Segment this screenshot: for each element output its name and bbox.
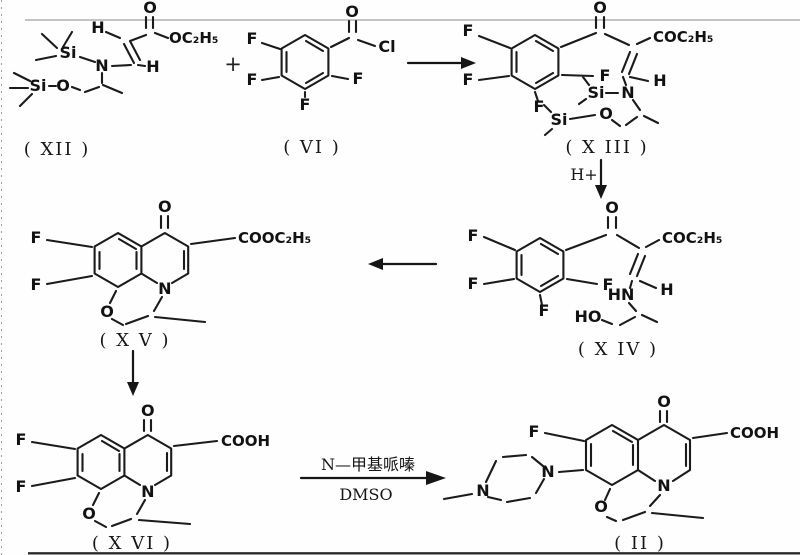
- arrow-step4-head: [127, 382, 139, 396]
- arrow-step5-reagent-below: DMSO: [339, 485, 392, 504]
- xii-atom-si-top: Si: [59, 43, 76, 62]
- arrow-step3: [368, 258, 438, 270]
- xiv-atom-f1: F: [468, 226, 479, 245]
- vi-bonds: [260, 19, 377, 99]
- xiii-atom-chain-o: O: [599, 104, 613, 123]
- xiv-atom-ho: HO: [575, 307, 602, 326]
- xv-atom-f2: F: [31, 275, 42, 294]
- ii-atom-f: F: [529, 422, 540, 441]
- xii-atom-carbonyl-o: O: [143, 0, 157, 17]
- vi-atom-cl: Cl: [378, 37, 395, 56]
- xv-bonds: [45, 214, 237, 327]
- arrow-step5: N—甲基哌嗪 DMSO: [299, 455, 446, 504]
- xiii-label: ( X III ): [565, 137, 648, 158]
- xii-atom-chain-o: O: [56, 76, 70, 95]
- arrow-step4: [127, 349, 139, 396]
- compound-xvi: F F O COOH N O ( X VI ): [16, 401, 271, 554]
- xii-bonds: [8, 15, 170, 108]
- ii-atom-carbonyl-o: O: [657, 392, 671, 411]
- xiii-atom-si-bottom: Si: [550, 110, 567, 129]
- ii-atom-ring-o: O: [594, 497, 608, 516]
- compound-ii: F O COOH N O N N ( II ): [442, 392, 779, 554]
- xvi-bonds: [30, 418, 219, 529]
- xiii-bonds: [477, 15, 660, 137]
- xvi-atom-acid: COOH: [221, 432, 270, 450]
- arrow-step1: [406, 57, 476, 69]
- ii-label: ( II ): [614, 533, 666, 554]
- compound-xii: O OC₂H₅ H H N Si O Si ( XII ): [8, 0, 218, 160]
- ii-atom-pip-n-right: N: [541, 462, 554, 481]
- vi-atom-f3: F: [300, 95, 311, 114]
- xiv-atom-hn: HN: [608, 285, 635, 304]
- compound-xiii: F F F F O COC₂H₅ H N Si Si O ( X III ): [463, 0, 714, 158]
- xiv-atom-carbonyl-o: O: [605, 198, 619, 217]
- vi-atom-f1: F: [247, 29, 258, 48]
- xiii-atom-n: N: [621, 83, 634, 102]
- xiii-atom-si-top: Si: [587, 83, 604, 102]
- vi-label: ( VI ): [283, 137, 341, 158]
- xiv-atom-f4: F: [603, 275, 614, 294]
- xv-atom-ester: COOC₂H₅: [238, 229, 311, 247]
- xiii-atom-carbonyl-o: O: [593, 0, 607, 17]
- arrow-step3-head: [368, 258, 383, 270]
- xiii-atom-ester: COC₂H₅: [653, 28, 713, 46]
- ii-bonds: [442, 409, 729, 523]
- ii-atom-pip-n-left: N: [476, 481, 489, 500]
- xii-label: ( XII ): [24, 139, 91, 160]
- xvi-atom-carbonyl-o: O: [141, 401, 155, 420]
- xvi-label: ( X VI ): [92, 533, 172, 554]
- xiii-atom-f4: F: [600, 66, 611, 85]
- xii-atom-n: N: [95, 56, 108, 75]
- xiii-atom-f2: F: [463, 70, 474, 89]
- compound-xiv: F F F F O COC₂H₅ H HN HO ( X IV ): [468, 198, 723, 360]
- arrow-step2-reagent: H+: [570, 165, 597, 184]
- xiii-atom-f1: F: [463, 21, 474, 40]
- xiv-label: ( X IV ): [578, 339, 658, 360]
- xiv-atom-f2: F: [468, 274, 479, 293]
- xvi-atom-ring-o: O: [82, 504, 96, 523]
- xiii-atom-h: H: [653, 71, 666, 90]
- xv-label: ( X V ): [99, 330, 170, 351]
- xvi-atom-f2: F: [16, 477, 27, 496]
- arrow-step1-head: [461, 57, 476, 69]
- ii-atom-ring-n: N: [657, 476, 670, 495]
- xii-atom-ester-o: OC₂H₅: [169, 29, 218, 47]
- plus-sign: +: [224, 52, 242, 76]
- compound-vi: F F F F O Cl ( VI ): [247, 2, 396, 158]
- xv-atom-ring-o: O: [100, 302, 114, 321]
- xiv-atom-h: H: [660, 280, 673, 299]
- xii-atom-h-top: H: [91, 18, 104, 37]
- xiii-atom-f3: F: [534, 97, 545, 116]
- ii-atom-acid: COOH: [730, 424, 779, 442]
- xvi-atom-f1: F: [16, 430, 27, 449]
- xv-atom-carbonyl-o: O: [158, 197, 172, 216]
- xvi-atom-ring-n: N: [141, 482, 154, 501]
- xv-atom-f1: F: [31, 228, 42, 247]
- vi-atom-f2: F: [247, 70, 258, 89]
- xiv-atom-ester: COC₂H₅: [662, 229, 722, 247]
- compound-xv: F F O COOC₂H₅ N O ( X V ): [31, 197, 312, 351]
- xiv-atom-f3: F: [539, 301, 550, 320]
- arrow-step2-head: [595, 185, 607, 199]
- arrow-step5-reagent-above: N—甲基哌嗪: [321, 455, 415, 474]
- vi-atom-carbonyl-o: O: [345, 2, 359, 21]
- xv-atom-ring-n: N: [158, 279, 171, 298]
- xii-atom-h-right: H: [146, 57, 159, 76]
- xiv-bonds: [482, 215, 661, 327]
- arrow-step2: H+: [570, 158, 607, 199]
- xii-atom-si-bottom: Si: [29, 76, 46, 95]
- arrow-step5-head: [426, 471, 446, 485]
- vi-atom-f4: F: [353, 69, 364, 88]
